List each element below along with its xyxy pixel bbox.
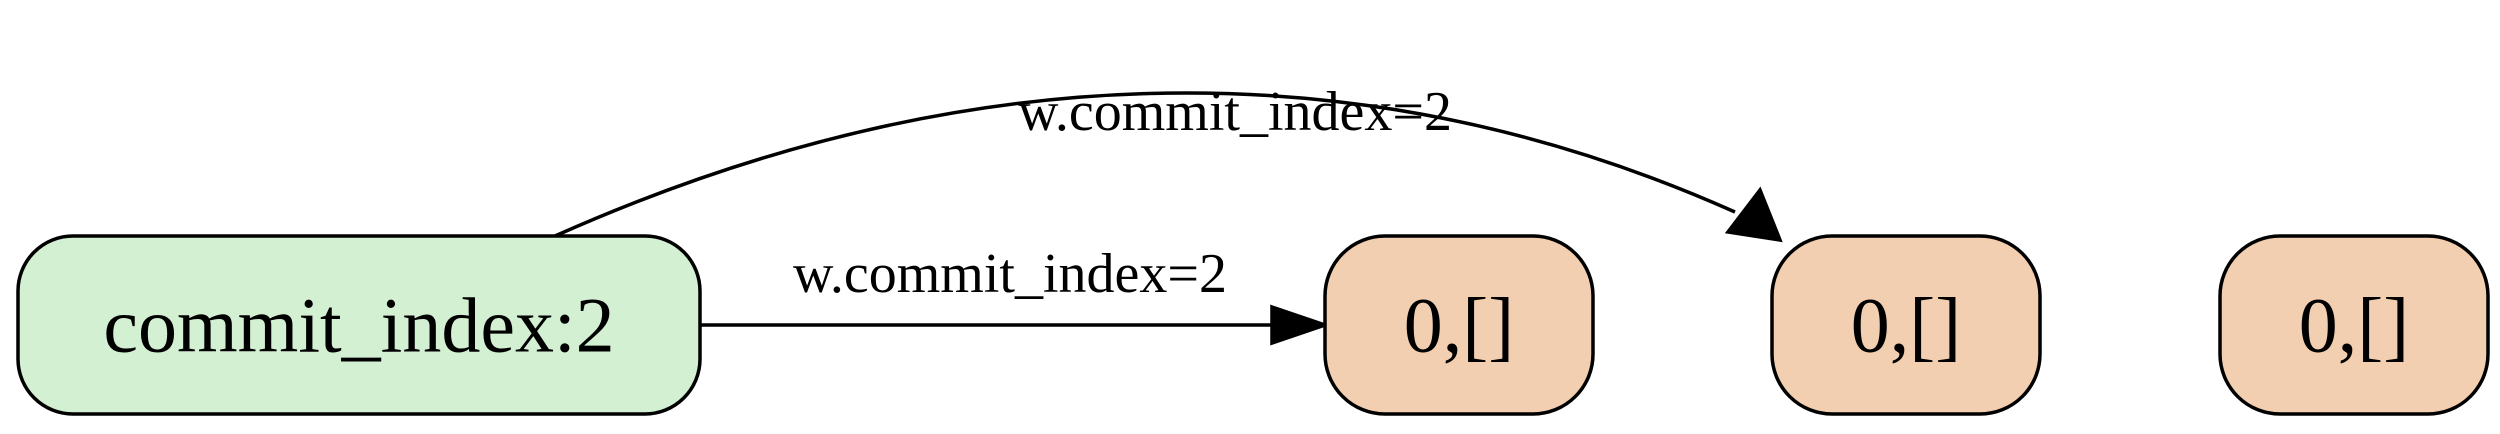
- node-commit-index: commit_index:2: [16, 234, 702, 416]
- node-state-3: 0,[]: [2218, 234, 2490, 416]
- arrowhead-icon: [1724, 186, 1783, 243]
- edge-commit-to-state-2: w.commit_index=2: [554, 81, 1783, 243]
- node-label: commit_index:2: [103, 282, 614, 369]
- edge-commit-to-state-1: w.commit_index=2: [700, 243, 1331, 346]
- edge-label: w.commit_index=2: [1018, 81, 1452, 143]
- node-label: 0,[]: [1851, 282, 1961, 369]
- edge-line: [554, 91, 1736, 238]
- edge-label: w.commit_index=2: [793, 243, 1227, 305]
- node-label: 0,[]: [2299, 282, 2409, 369]
- arrowhead-icon: [1270, 304, 1331, 346]
- node-state-1: 0,[]: [1323, 234, 1595, 416]
- node-box: [16, 234, 702, 416]
- node-state-2: 0,[]: [1770, 234, 2042, 416]
- node-label: 0,[]: [1404, 282, 1514, 369]
- node-box: [1323, 234, 1595, 416]
- node-box: [2218, 234, 2490, 416]
- node-box: [1770, 234, 2042, 416]
